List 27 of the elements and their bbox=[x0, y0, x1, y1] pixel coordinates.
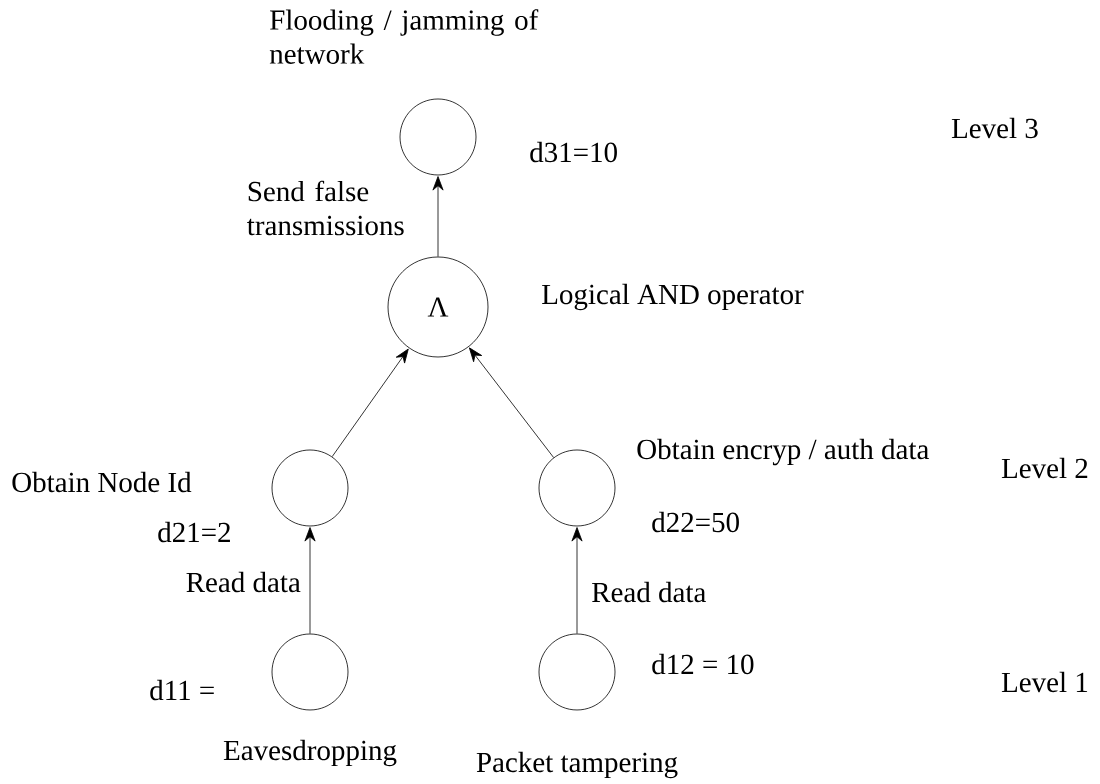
edge-label: Read data bbox=[592, 581, 706, 603]
node-label: Eavesdropping bbox=[223, 739, 397, 767]
node-label: Packet tampering bbox=[476, 751, 678, 779]
arrow bbox=[304, 527, 316, 634]
level-label: Level 3 bbox=[951, 117, 1038, 139]
edge-label: Send false transmissions bbox=[247, 180, 404, 236]
level-label: Level 1 bbox=[1001, 671, 1088, 693]
event-circle bbox=[271, 449, 349, 527]
node-label: Logical AND operator bbox=[542, 283, 804, 311]
arrow bbox=[571, 527, 583, 634]
event-circle bbox=[271, 633, 349, 711]
event-circle bbox=[399, 98, 477, 176]
event-circle bbox=[538, 633, 616, 711]
node-label: d21=2 bbox=[158, 521, 230, 543]
node-label: d22=50 bbox=[652, 511, 739, 533]
arrow bbox=[469, 347, 554, 458]
node-label: Flooding / jamming of network bbox=[269, 9, 539, 64]
node-label: Obtain encryp / auth data bbox=[637, 438, 929, 466]
node-label: d31=10 bbox=[530, 141, 617, 163]
arrow bbox=[331, 348, 409, 458]
node-label: d12 = 10 bbox=[652, 653, 754, 675]
edge-label: Read data bbox=[186, 571, 301, 593]
node-label: Obtain Node Id bbox=[12, 471, 192, 493]
node-label: d11 = bbox=[150, 679, 214, 701]
event-circle bbox=[538, 449, 616, 527]
level-label: Level 2 bbox=[1001, 457, 1088, 479]
arrow bbox=[432, 176, 444, 257]
